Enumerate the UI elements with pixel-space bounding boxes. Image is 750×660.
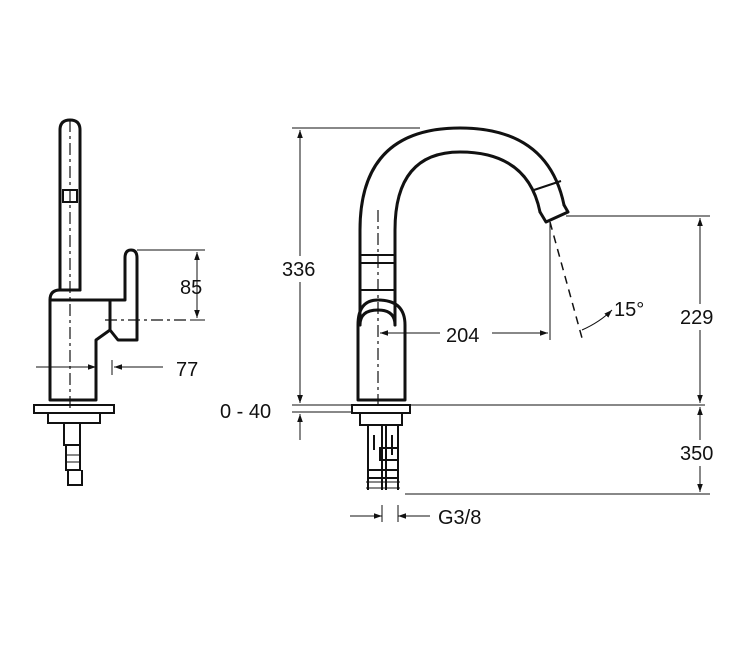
side-lever — [108, 248, 139, 342]
dim-229-label: 229 — [680, 307, 713, 329]
gooseneck-outer — [358, 126, 566, 327]
side-hose-rings — [66, 454, 80, 463]
hose-clamp — [367, 469, 399, 479]
front-body — [356, 298, 407, 402]
side-base-nut — [47, 412, 101, 424]
dim-0-40-label: 0 - 40 — [220, 401, 271, 423]
side-hose-mid — [65, 445, 81, 471]
water-stream — [549, 221, 583, 339]
dim350-label-bg — [678, 440, 722, 466]
spout-tip — [538, 203, 570, 224]
angle-arc — [581, 309, 613, 331]
dim-204-label: 204 — [446, 325, 479, 347]
hose-left — [367, 425, 383, 490]
dim229-label-bg — [678, 304, 722, 330]
dim-336-label: 336 — [282, 259, 315, 281]
front-base-plate — [351, 404, 411, 414]
spout-tip-joint — [533, 180, 562, 191]
hose-right — [385, 425, 399, 490]
dim-85-label: 85 — [180, 277, 202, 299]
dim336-label-bg — [280, 256, 324, 282]
dim-g38-label: G3/8 — [438, 507, 481, 529]
side-view: 85 77 — [33, 118, 205, 486]
hose-fitting — [379, 447, 399, 461]
hose-rod — [373, 435, 393, 455]
dim-15-label: 15° — [614, 299, 644, 321]
side-body-top — [48, 288, 82, 302]
side-base-plate — [33, 404, 115, 414]
side-hose-upper — [63, 423, 81, 446]
g38-extensions — [381, 505, 399, 522]
dim-350-label: 350 — [680, 443, 713, 465]
dim-77-label: 77 — [176, 359, 198, 381]
side-hose-lower — [67, 470, 83, 486]
hose-end-rings — [366, 481, 400, 489]
gooseneck-inner — [393, 150, 542, 327]
side-body — [48, 298, 112, 402]
front-base-nut — [359, 412, 403, 426]
front-view: 15° 204 336 0 - 40 229 350 G3/8 — [220, 126, 722, 529]
dim204-label-bg — [440, 320, 492, 346]
